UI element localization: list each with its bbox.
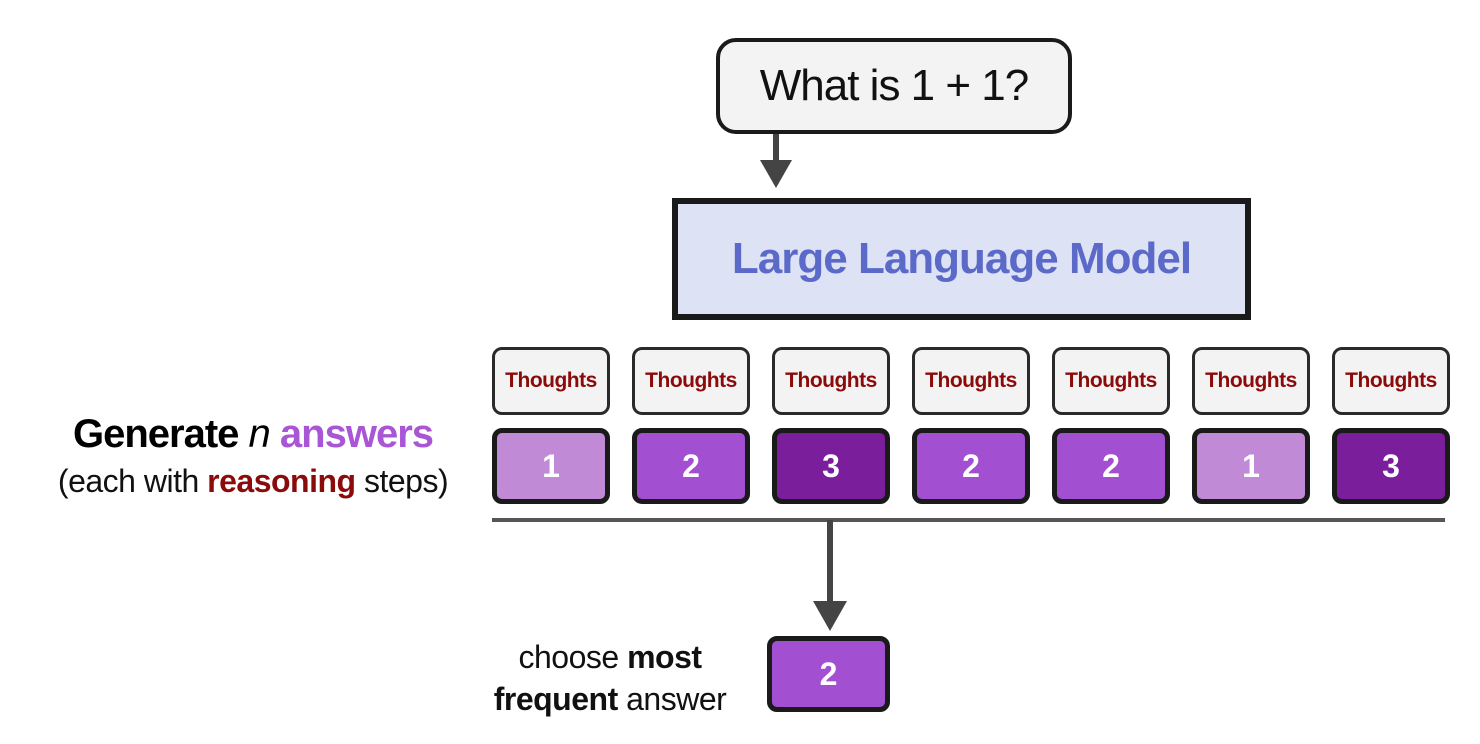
frequent-word: frequent	[493, 681, 619, 717]
thought-label: Thoughts	[1065, 369, 1157, 392]
answer-box: 3	[1332, 428, 1450, 504]
final-answer-box: 2	[767, 636, 890, 712]
paren-close-text: steps)	[363, 463, 449, 499]
question-text: What is 1 + 1?	[759, 61, 1029, 110]
generate-heading: Generate n answers	[0, 412, 506, 457]
choose-word: choose	[518, 639, 619, 675]
thought-box: Thoughts	[1332, 347, 1450, 415]
answer-box: 1	[492, 428, 610, 504]
n-variable: n	[248, 412, 271, 456]
thought-label: Thoughts	[1345, 369, 1437, 392]
question-box: What is 1 + 1?	[716, 38, 1072, 134]
thought-box: Thoughts	[772, 347, 890, 415]
answer-value: 1	[1242, 447, 1260, 484]
answer-value: 2	[962, 447, 980, 484]
answer-value: 2	[682, 447, 700, 484]
thought-label: Thoughts	[505, 369, 597, 392]
answer-value: 3	[1382, 447, 1400, 484]
answer-value: 1	[542, 447, 560, 484]
answer-value: 2	[1102, 447, 1120, 484]
answer-box: 2	[632, 428, 750, 504]
answer-box: 1	[1192, 428, 1310, 504]
thought-box: Thoughts	[632, 347, 750, 415]
generate-subheading: (each with reasoning steps)	[0, 463, 506, 500]
question-to-model-arrowhead	[760, 160, 792, 188]
thought-label: Thoughts	[925, 369, 1017, 392]
llm-box: Large Language Model	[672, 198, 1251, 320]
thought-box: Thoughts	[1052, 347, 1170, 415]
most-word: most	[627, 639, 702, 675]
thought-box: Thoughts	[912, 347, 1030, 415]
paren-open-text: (each with	[57, 463, 199, 499]
reasoning-word: reasoning	[207, 463, 356, 499]
vote-arrowhead	[813, 601, 847, 631]
answer-value: 3	[822, 447, 840, 484]
thought-label: Thoughts	[1205, 369, 1297, 392]
answers-word: answers	[279, 412, 434, 456]
final-answer-value: 2	[819, 655, 838, 692]
thought-box: Thoughts	[1192, 347, 1310, 415]
thought-box: Thoughts	[492, 347, 610, 415]
answer-box: 2	[1052, 428, 1170, 504]
llm-label: Large Language Model	[731, 234, 1192, 283]
answer-box: 2	[912, 428, 1030, 504]
thought-label: Thoughts	[645, 369, 737, 392]
answer-box: 3	[772, 428, 890, 504]
answer-word: answer	[626, 681, 727, 717]
generate-word: Generate	[72, 412, 239, 456]
thought-label: Thoughts	[785, 369, 877, 392]
